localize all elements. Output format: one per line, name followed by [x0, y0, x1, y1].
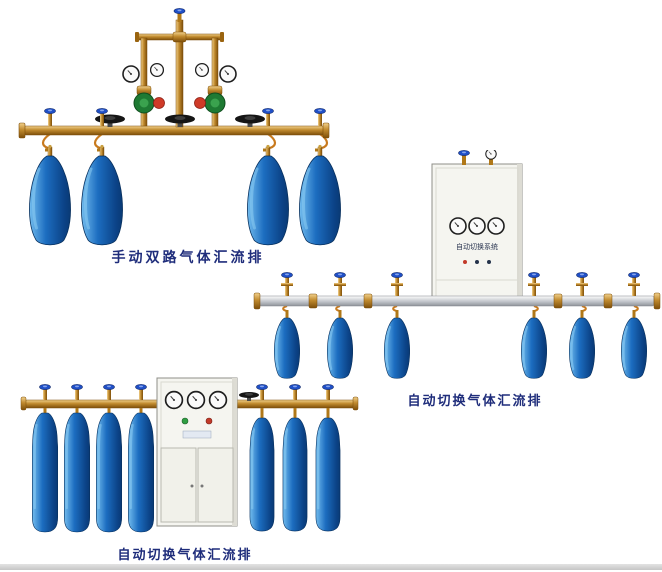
branch-valves: [281, 271, 640, 296]
gas-cylinder: [273, 316, 301, 380]
caption-auto-switch-manifold-bottom: 自动切换气体汇流排: [117, 548, 253, 563]
indicator-light-red: [205, 417, 213, 425]
cabinet-door-left: [160, 447, 197, 523]
shutoff-handwheels: [95, 114, 265, 127]
indicator-light-red: [463, 260, 467, 264]
connection-hoses: [282, 305, 639, 312]
figure-auto-switch-manifold: 自动切换系统: [252, 150, 662, 406]
pressure-gauge-icon: [487, 217, 505, 235]
pressure-gauge-icon: [164, 390, 184, 410]
pressure-gauge-icon: [122, 65, 140, 83]
regulator-knob: [153, 97, 165, 109]
gas-cylinder: [127, 411, 155, 534]
indicator-light-green: [181, 417, 189, 425]
cabinet-door-right: [197, 447, 234, 523]
gas-cylinder: [620, 316, 648, 380]
pressure-gauge-icon: [149, 62, 165, 78]
regulator-knob: [194, 97, 206, 109]
manual-dual-manifold-illustration: [18, 8, 343, 247]
gas-cylinders: [273, 310, 648, 380]
auto-switch-cabinet-illustration: [20, 377, 359, 534]
gas-cylinder: [31, 411, 59, 534]
bottom-divider: [0, 564, 662, 570]
control-cabinet: [156, 377, 238, 527]
main-manifold-pipe: [18, 122, 330, 139]
connection-hoses: [41, 133, 329, 150]
pressure-regulator-right: [194, 62, 237, 127]
gas-cylinder: [79, 154, 125, 247]
gas-cylinder: [568, 316, 596, 380]
pressure-gauge-icon: [449, 217, 467, 235]
gas-cylinder: [520, 316, 548, 380]
control-cabinet: 自动切换系统: [431, 150, 523, 305]
manifold-pipe: [253, 292, 661, 310]
pressure-gauge-icon: [208, 390, 228, 410]
shutoff-handwheel: [239, 392, 259, 401]
door-handle: [190, 484, 194, 488]
branch-valves: [39, 383, 334, 400]
caption-manual-dual-manifold: 手动双路气体汇流排: [111, 250, 265, 266]
gas-cylinder: [281, 416, 309, 533]
pressure-gauge-icon: [186, 390, 206, 410]
gas-cylinder: [63, 411, 91, 534]
pressure-regulator-left: [122, 62, 165, 127]
gas-cylinder: [326, 316, 354, 380]
gas-cylinder: [27, 154, 73, 247]
name-plate: [182, 430, 212, 439]
figure-manual-dual-manifold: [10, 8, 345, 248]
gas-cylinder: [95, 411, 123, 534]
auto-switch-manifold-illustration: 自动切换系统: [253, 150, 661, 380]
cabinet-label: 自动切换系统: [456, 242, 498, 251]
gas-cylinder: [314, 416, 342, 533]
manifold-pipe: [20, 396, 359, 411]
branch-valves: [44, 107, 326, 126]
indicator-light: [487, 260, 491, 264]
valve-cap-icon: [458, 150, 470, 157]
indicator-light: [475, 260, 479, 264]
door-handle: [200, 484, 204, 488]
gas-cylinder: [248, 416, 276, 533]
pressure-gauge-icon: [219, 65, 237, 83]
pressure-gauge-icon: [194, 62, 210, 78]
valve-cap-icon: [173, 8, 186, 15]
figure-auto-switch-cabinet-manifold: [15, 374, 360, 564]
pressure-gauge-icon: [485, 150, 497, 160]
caption-auto-switch-manifold-right: 自动切换气体汇流排: [407, 394, 543, 409]
pressure-gauge-icon: [468, 217, 486, 235]
gas-cylinder: [383, 316, 411, 380]
cylinder-stems: [43, 408, 330, 419]
